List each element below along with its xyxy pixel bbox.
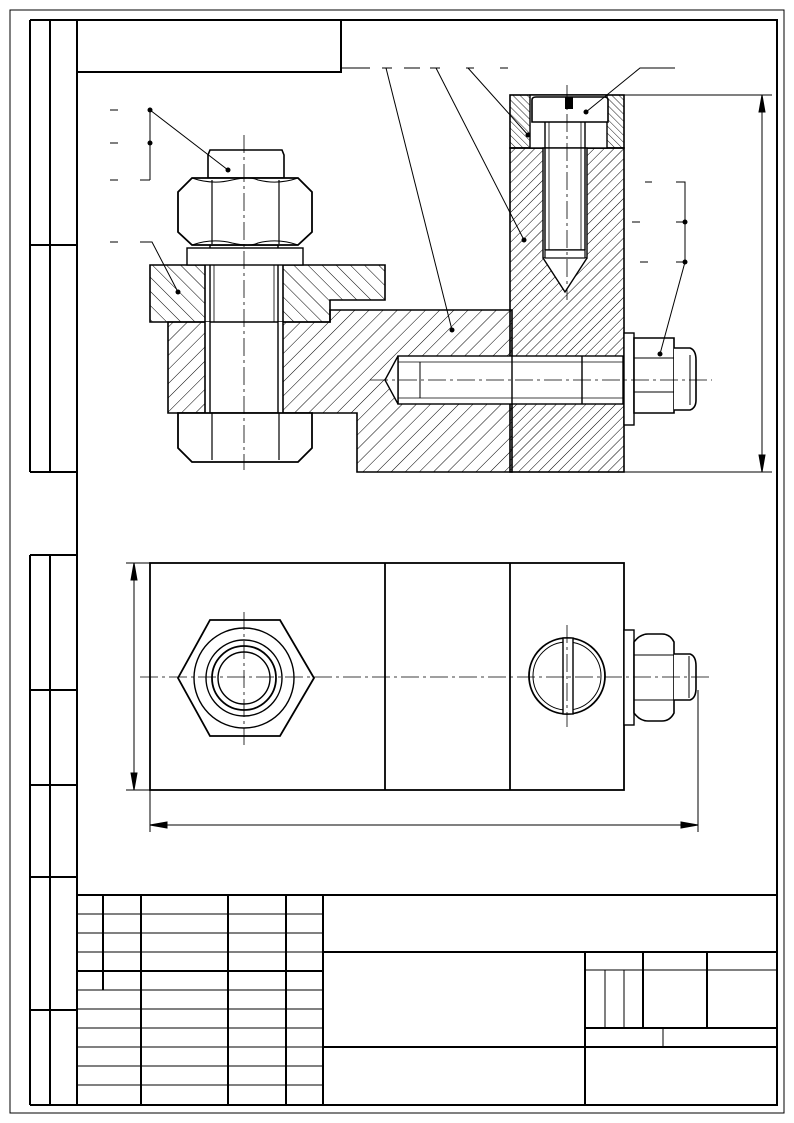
right-nut-top-view bbox=[633, 633, 675, 722]
top-centerlines bbox=[140, 612, 712, 745]
hex-nut-top-view bbox=[176, 619, 316, 737]
vertical-bolt-shank bbox=[209, 244, 279, 414]
sheet-frame bbox=[9, 9, 785, 1114]
leader-dots bbox=[147, 107, 688, 357]
right-nut-front bbox=[633, 337, 675, 414]
leader-lines-front bbox=[110, 67, 686, 355]
top-view bbox=[149, 562, 697, 791]
bottom-nut bbox=[177, 412, 313, 463]
title-block bbox=[77, 894, 777, 1105]
front-height-dimension bbox=[624, 94, 772, 473]
top-view-dimensions bbox=[126, 562, 699, 832]
top-nut-main bbox=[177, 177, 313, 246]
front-section-view bbox=[149, 94, 697, 473]
front-centerlines bbox=[243, 85, 712, 470]
